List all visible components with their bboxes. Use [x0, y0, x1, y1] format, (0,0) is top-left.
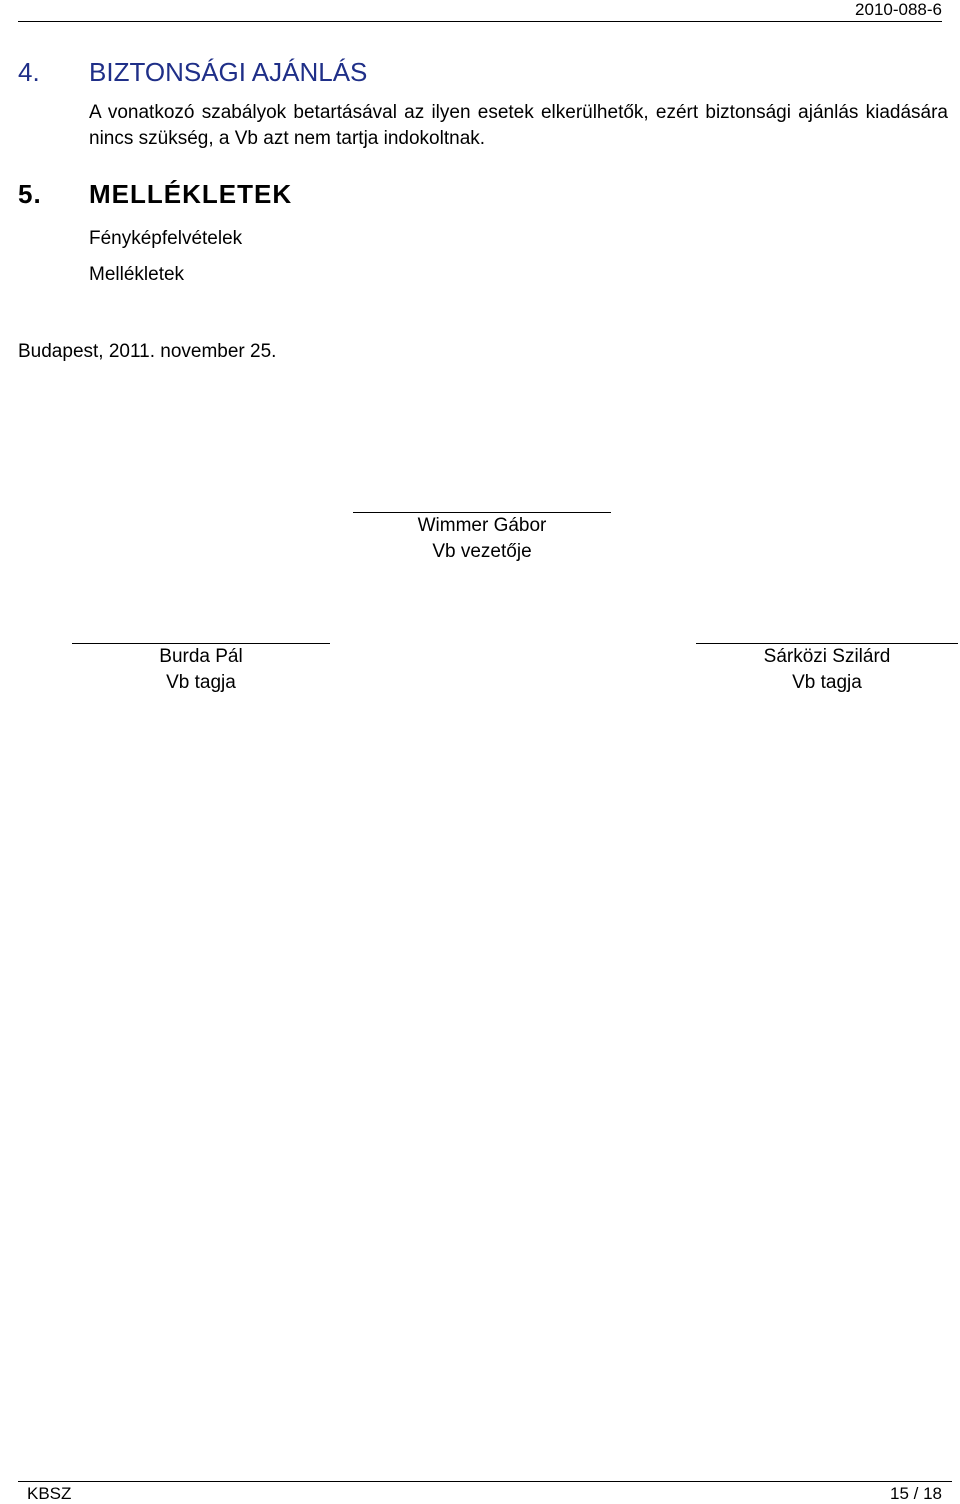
signature-block-head: Wimmer Gábor Vb vezetője [353, 512, 611, 565]
place-date: Budapest, 2011. november 25. [18, 341, 277, 362]
signature-line [353, 512, 611, 513]
section-paragraph: A vonatkozó szabályok betartásával az il… [89, 102, 948, 149]
signer-name: Wimmer Gábor [417, 515, 547, 536]
section-title: BIZTONSÁGI AJÁNLÁS [89, 57, 368, 87]
page-number: 15 / 18 [890, 1484, 942, 1503]
section-heading-safety-recommendation: 4. BIZTONSÁGI AJÁNLÁS [18, 57, 367, 87]
signature-block-right: Sárközi Szilárd Vb tagja [696, 643, 958, 696]
signer-role: Vb vezetője [432, 541, 532, 562]
footer-organization: KBSZ [27, 1484, 72, 1503]
signer-role: Vb tagja [166, 672, 236, 693]
signature-line [696, 643, 958, 644]
signer-role: Vb tagja [792, 672, 862, 693]
signature-line [72, 643, 330, 644]
document-id: 2010-088-6 [855, 0, 942, 19]
section-number: 5. [18, 179, 42, 209]
header-rule [18, 21, 942, 22]
section-number: 4. [18, 57, 40, 87]
attachment-item: Fényképfelvételek [89, 228, 243, 249]
section-title: MELLÉKLETEK [89, 179, 293, 209]
attachment-item: Mellékletek [89, 264, 185, 285]
signer-name: Burda Pál [159, 646, 243, 667]
section-heading-attachments: 5. MELLÉKLETEK [18, 179, 292, 209]
footer-rule [18, 1481, 952, 1482]
signer-name: Sárközi Szilárd [763, 646, 891, 667]
signature-block-left: Burda Pál Vb tagja [72, 643, 330, 696]
